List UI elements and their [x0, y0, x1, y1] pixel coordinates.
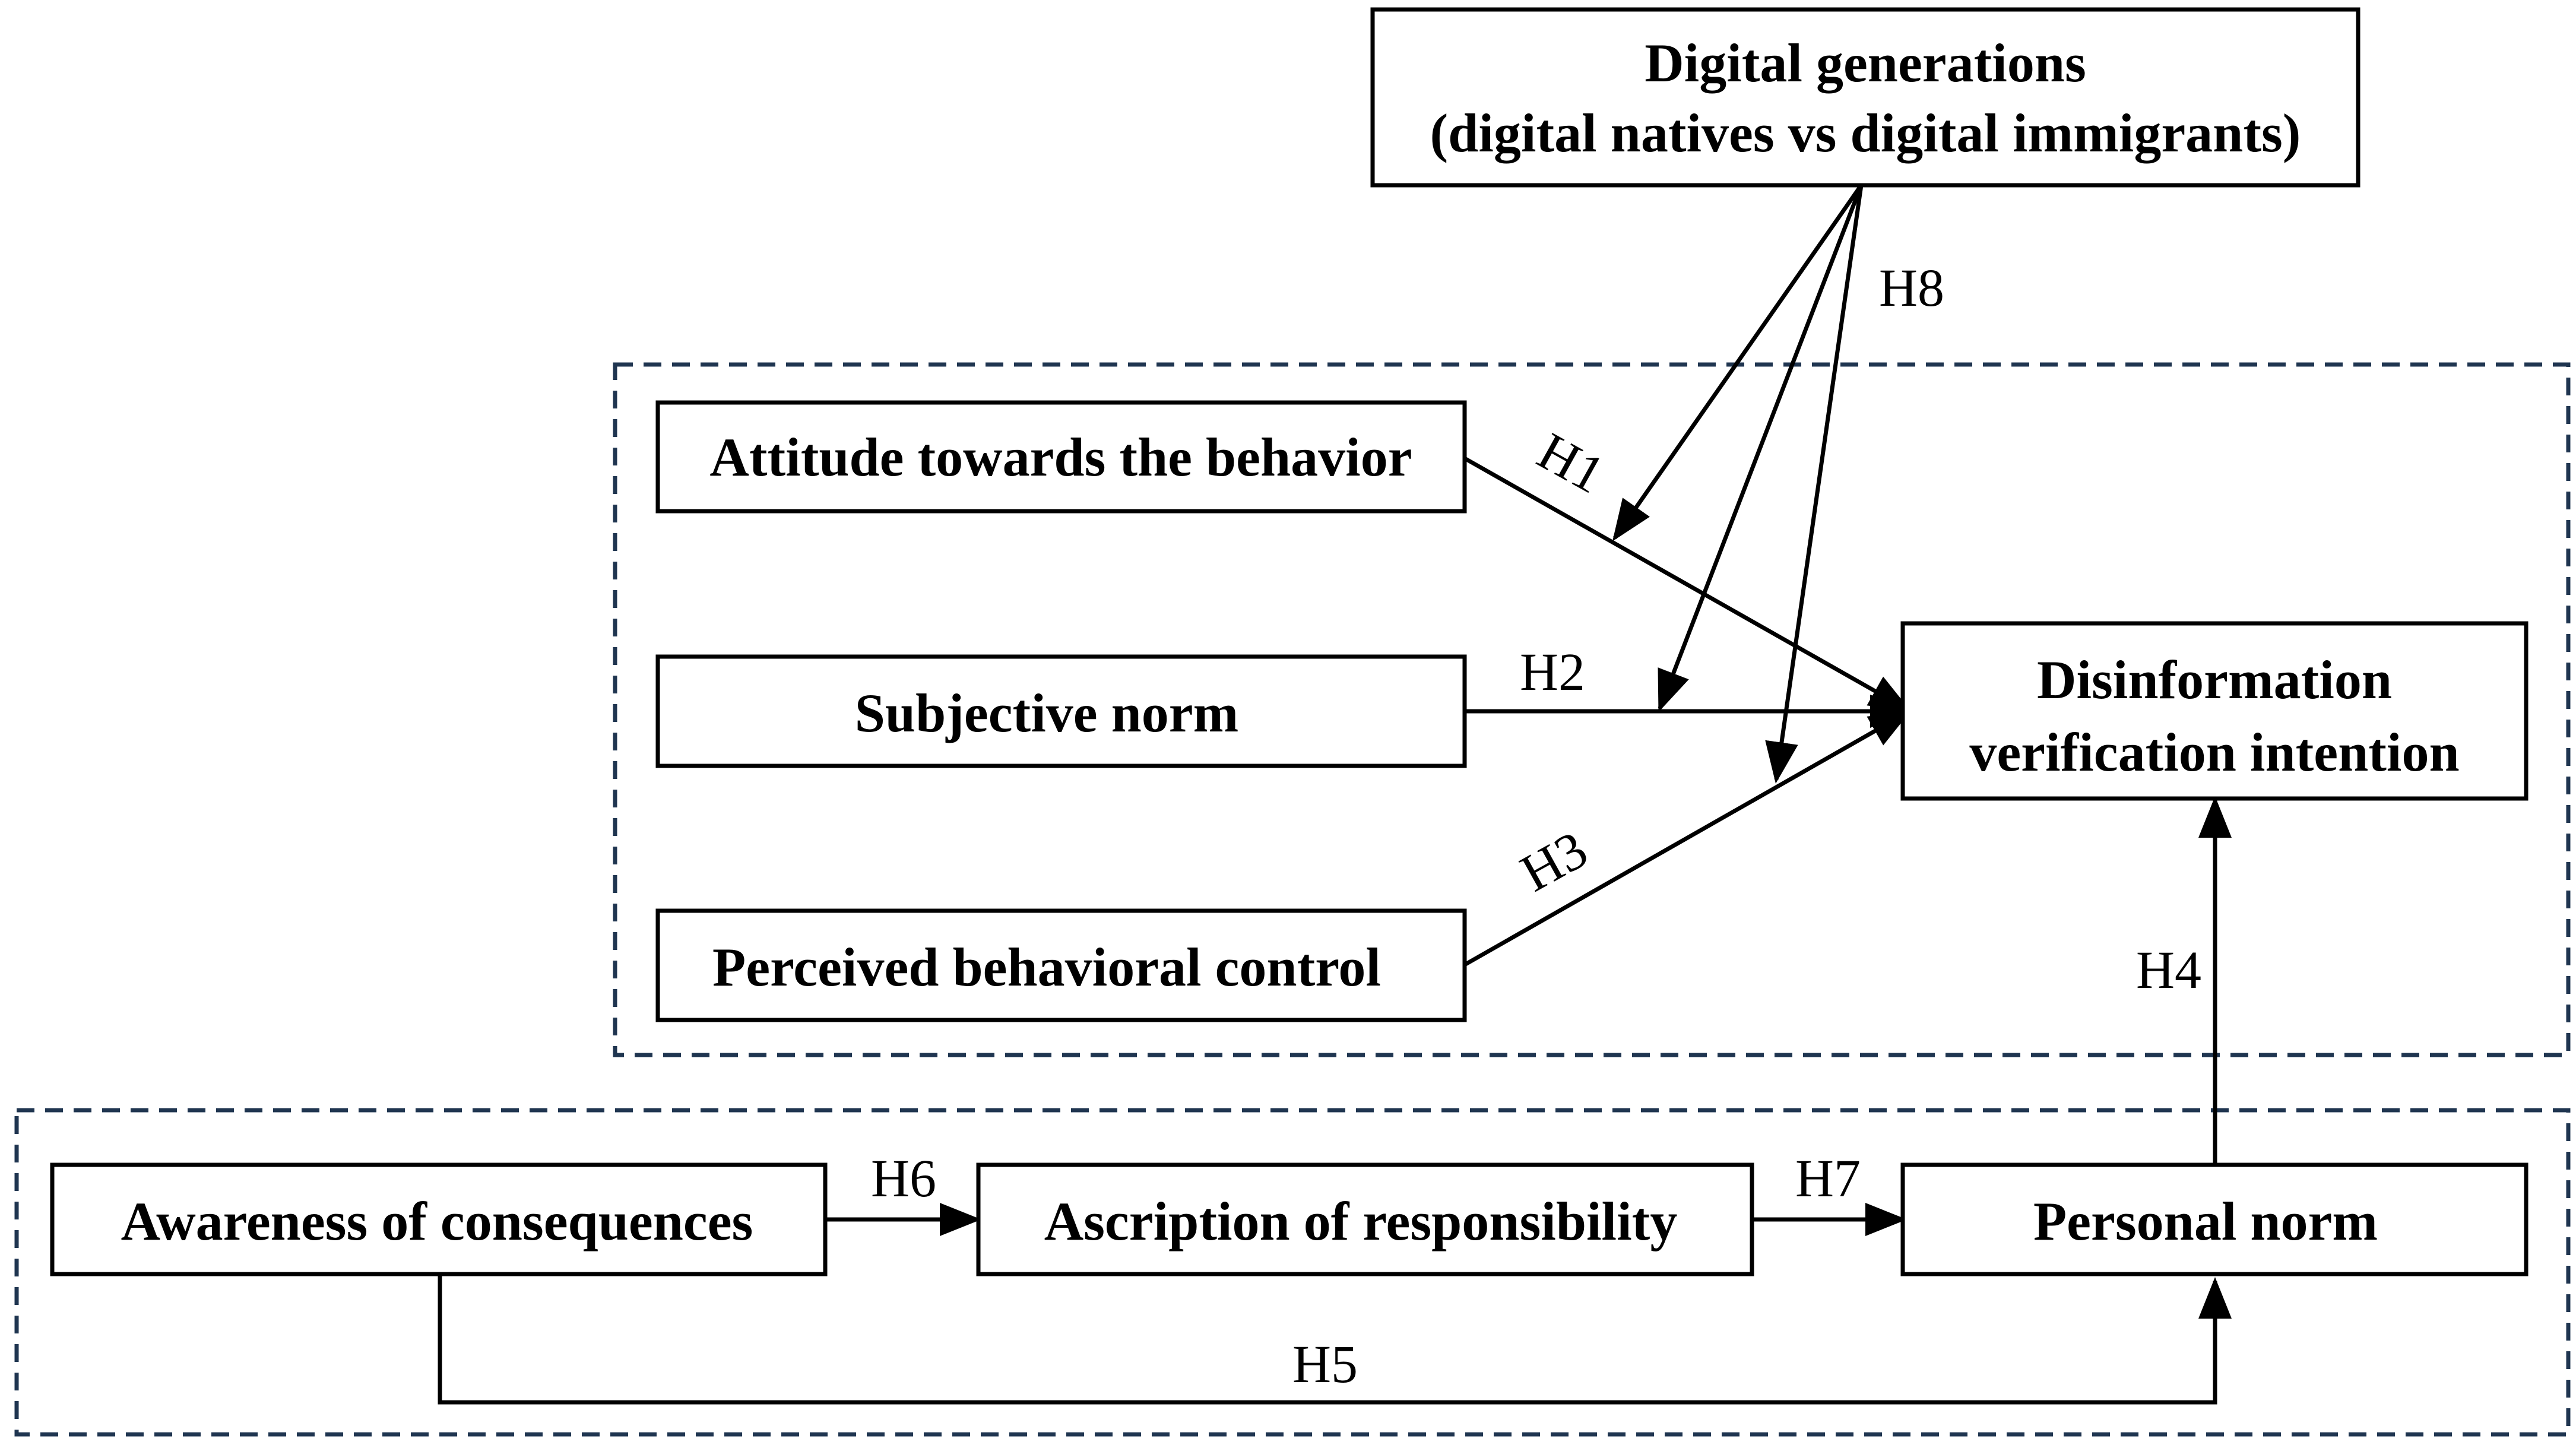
- tpb-group-container: [613, 362, 2571, 1057]
- node-subjective-norm: Subjective norm: [655, 654, 1467, 768]
- hypothesis-label-h7: H7: [1795, 1149, 1861, 1208]
- dvi-line2: verification intention: [1969, 722, 2459, 782]
- node-ascription-of-responsibility: Ascription of responsibility: [976, 1162, 1754, 1276]
- node-digital-generations: Digital generations (digital natives vs …: [1370, 7, 2360, 188]
- hypothesis-label-h5: H5: [1292, 1335, 1358, 1394]
- node-attitude: Attitude towards the behavior: [655, 400, 1467, 514]
- hypothesis-label-h4: H4: [2136, 941, 2201, 1000]
- hypothesis-label-h1: H1: [1528, 422, 1614, 505]
- digital-generations-line2: (digital natives vs digital immigrants): [1430, 103, 2301, 163]
- subjective-norm-label: Subjective norm: [855, 683, 1238, 743]
- pbc-label: Perceived behavioral control: [712, 937, 1381, 997]
- node-perceived-behavioral-control: Perceived behavioral control: [655, 908, 1467, 1022]
- edge-h1: [1463, 456, 1912, 712]
- digital-generations-line1: Digital generations: [1645, 33, 2086, 93]
- edge-h8-to-h3: [1765, 185, 1864, 784]
- node-personal-norm: Personal norm: [1900, 1162, 2529, 1276]
- edge-h8-to-h2: [1658, 184, 1864, 712]
- dvi-line1: Disinformation: [2037, 650, 2392, 710]
- edge-h3: [1463, 710, 1912, 967]
- edge-h8-to-h1: [1612, 183, 1863, 541]
- node-disinformation-verification-intention: Disinformation verification intention: [1900, 621, 2529, 801]
- node-awareness-of-consequences: Awareness of consequences: [50, 1162, 828, 1276]
- nam-group-container: [14, 1108, 2571, 1437]
- ascription-label: Ascription of responsibility: [1044, 1191, 1678, 1252]
- attitude-label: Attitude towards the behavior: [709, 427, 1412, 487]
- edge-h5: [438, 1275, 2232, 1405]
- hypothesis-label-h8: H8: [1879, 259, 1944, 318]
- hypothesis-label-h3: H3: [1512, 820, 1597, 903]
- awareness-label: Awareness of consequences: [121, 1191, 753, 1252]
- hypothesis-label-h6: H6: [871, 1149, 936, 1208]
- hypothesis-label-h2: H2: [1520, 643, 1585, 702]
- personal-norm-label: Personal norm: [2033, 1191, 2378, 1252]
